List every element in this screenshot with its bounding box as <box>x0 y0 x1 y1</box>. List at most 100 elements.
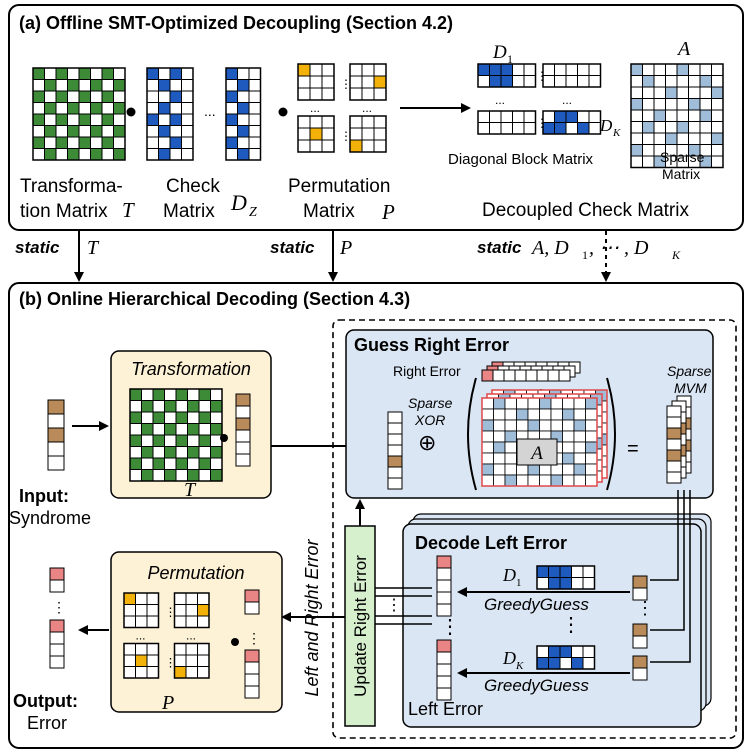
matrix-cell <box>630 144 643 157</box>
matrix-cell <box>373 63 387 77</box>
matrix-cell <box>185 643 198 656</box>
sparse-a-cell <box>527 408 540 421</box>
matrix-border <box>349 63 387 101</box>
matrix-cell <box>141 434 154 447</box>
matrix-cell <box>699 86 712 99</box>
decode-d1-label: D <box>502 565 516 585</box>
matrix-cell <box>489 110 502 123</box>
matrix-cell <box>101 148 114 161</box>
output-value: Error <box>27 713 67 733</box>
matrix-cell <box>90 125 103 138</box>
matrix-cell <box>653 75 666 88</box>
sparse-a-cell <box>539 397 552 410</box>
matrix-cell <box>477 63 490 76</box>
matrix-cell <box>665 121 678 134</box>
transformation-label-2: tion Matrix <box>20 201 108 222</box>
matrix-cell <box>197 666 210 679</box>
matrix-cell <box>169 90 182 103</box>
decode-dk-label: D <box>502 648 516 668</box>
matrix-cell <box>665 75 678 88</box>
matrix-cell <box>90 136 103 149</box>
sparse-mvm-label-1: Sparse <box>667 363 712 379</box>
sparse-a-cell <box>504 397 517 410</box>
matrix-cell <box>146 615 159 628</box>
sparse-a-cell <box>504 452 517 465</box>
matrix-cell <box>146 125 159 138</box>
input-label: Input: <box>19 486 69 506</box>
matrix-cell <box>582 657 595 670</box>
matrix-cell <box>571 657 584 670</box>
matrix-cell <box>146 604 159 617</box>
left-and-right-error-label: Left and Right Error <box>302 538 322 696</box>
matrix-cell <box>523 122 536 135</box>
matrix-cell <box>181 113 194 126</box>
matrix-cell <box>361 75 375 89</box>
vdots-icon: ⋮ <box>561 614 581 636</box>
matrix-cell <box>536 645 549 658</box>
matrix-border <box>542 63 602 88</box>
matrix-cell <box>711 132 724 145</box>
vector-cell <box>632 655 648 669</box>
matrix-cell <box>676 121 689 134</box>
matrix-cell <box>665 63 678 76</box>
matrix-cell <box>536 577 549 590</box>
matrix-cell <box>67 148 80 161</box>
matrix-cell <box>210 423 223 436</box>
matrix-cell <box>181 125 194 138</box>
right-error-cell <box>514 369 527 382</box>
matrix-cell <box>164 446 177 459</box>
sparse-a-cell <box>516 463 529 476</box>
matrix-cell <box>32 136 45 149</box>
guess-syndrome-vector <box>387 411 403 490</box>
sparse-a-cell <box>573 441 586 454</box>
matrix-cell <box>642 63 655 76</box>
bullet-dot-icon <box>220 434 228 442</box>
matrix-cell <box>536 657 549 670</box>
matrix-cell <box>141 388 154 401</box>
matrix-cell <box>676 86 689 99</box>
static-label-a: static <box>477 238 522 257</box>
matrix-cell <box>129 400 142 413</box>
sparse-matrix-caption-1: Sparse <box>660 149 705 165</box>
result-cell <box>666 427 682 440</box>
matrix-cell <box>78 90 91 103</box>
matrix-cell <box>32 102 45 115</box>
matrix-border <box>536 565 596 590</box>
permutation-vector-b: ⋮ <box>244 589 261 699</box>
right-error-cell <box>503 369 516 382</box>
vector-cell <box>632 623 648 637</box>
matrix-cell <box>630 109 643 122</box>
matrix-cell <box>711 144 724 157</box>
vector-cell <box>244 589 260 603</box>
matrix-cell <box>135 604 148 617</box>
matrix-cell <box>711 109 724 122</box>
matrix-cell <box>577 75 590 88</box>
greedy-guess-label-1: GreedyGuess <box>484 595 589 614</box>
ellipsis-icon: ... <box>186 629 196 643</box>
vdots-icon: ⋮ <box>52 601 66 616</box>
matrix-cell <box>123 592 136 605</box>
left-error-label: Left Error <box>408 699 483 719</box>
matrix-cell <box>297 139 311 153</box>
vector-cell <box>387 411 403 424</box>
matrix-cell <box>129 446 142 459</box>
matrix-cell <box>321 139 335 153</box>
matrix-cell <box>653 63 666 76</box>
sparse-a-cell <box>550 463 563 476</box>
matrix-cell <box>197 615 210 628</box>
check-symbol: D <box>230 190 247 215</box>
vector-cell <box>244 673 260 687</box>
matrix-border <box>297 63 335 101</box>
matrix-cell <box>141 446 154 459</box>
right-paren-icon <box>606 377 616 491</box>
matrix-cell <box>198 400 211 413</box>
result-cell <box>666 405 682 418</box>
matrix-cell <box>210 457 223 470</box>
section-a-title: (a) Offline SMT-Optimized Decoupling (Se… <box>19 13 453 33</box>
matrix-cell <box>297 127 311 141</box>
ellipsis-icon: ⋮ <box>536 116 548 130</box>
matrix-cell <box>630 132 643 145</box>
matrix-cell <box>113 148 126 161</box>
sparse-a-cell <box>493 463 506 476</box>
right-error-cell <box>525 369 538 382</box>
